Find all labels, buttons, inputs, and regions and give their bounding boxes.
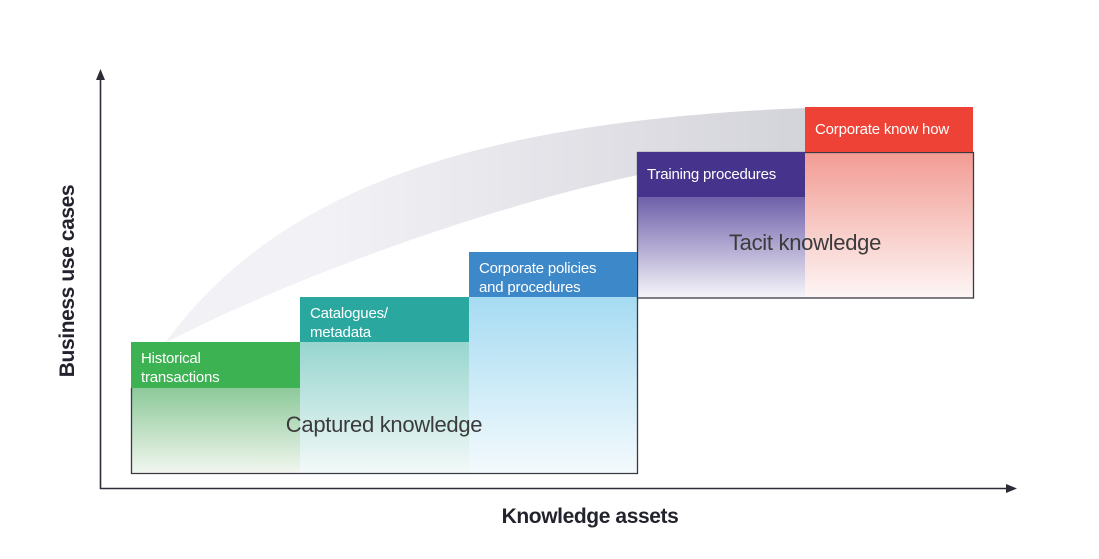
historical-transactions-header: Historical transactions <box>131 342 300 388</box>
training-procedures-header: Training procedures <box>637 152 805 197</box>
corporate-know-how-header: Corporate know how <box>805 107 973 152</box>
catalogues-metadata-body <box>300 342 469 473</box>
historical-transactions-body <box>131 388 300 473</box>
captured-knowledge-outline <box>130 297 639 475</box>
corporate-policies-body <box>469 297 637 473</box>
y-axis-label: Business use cases <box>56 184 79 378</box>
y-axis-arrowhead <box>96 69 105 80</box>
x-axis-label: Knowledge assets <box>501 505 679 528</box>
training-procedures-body <box>637 197 805 298</box>
corporate-know-how-body <box>805 152 973 298</box>
catalogues-metadata-header: Catalogues/ metadata <box>300 297 469 342</box>
corporate-policies-header: Corporate policies and procedures <box>469 252 637 297</box>
tacit-knowledge-label: Tacit knowledge <box>728 230 882 255</box>
tacit-knowledge-outline <box>636 151 975 299</box>
captured-knowledge-label: Captured knowledge <box>285 412 483 437</box>
x-axis-arrowhead <box>1006 484 1017 493</box>
